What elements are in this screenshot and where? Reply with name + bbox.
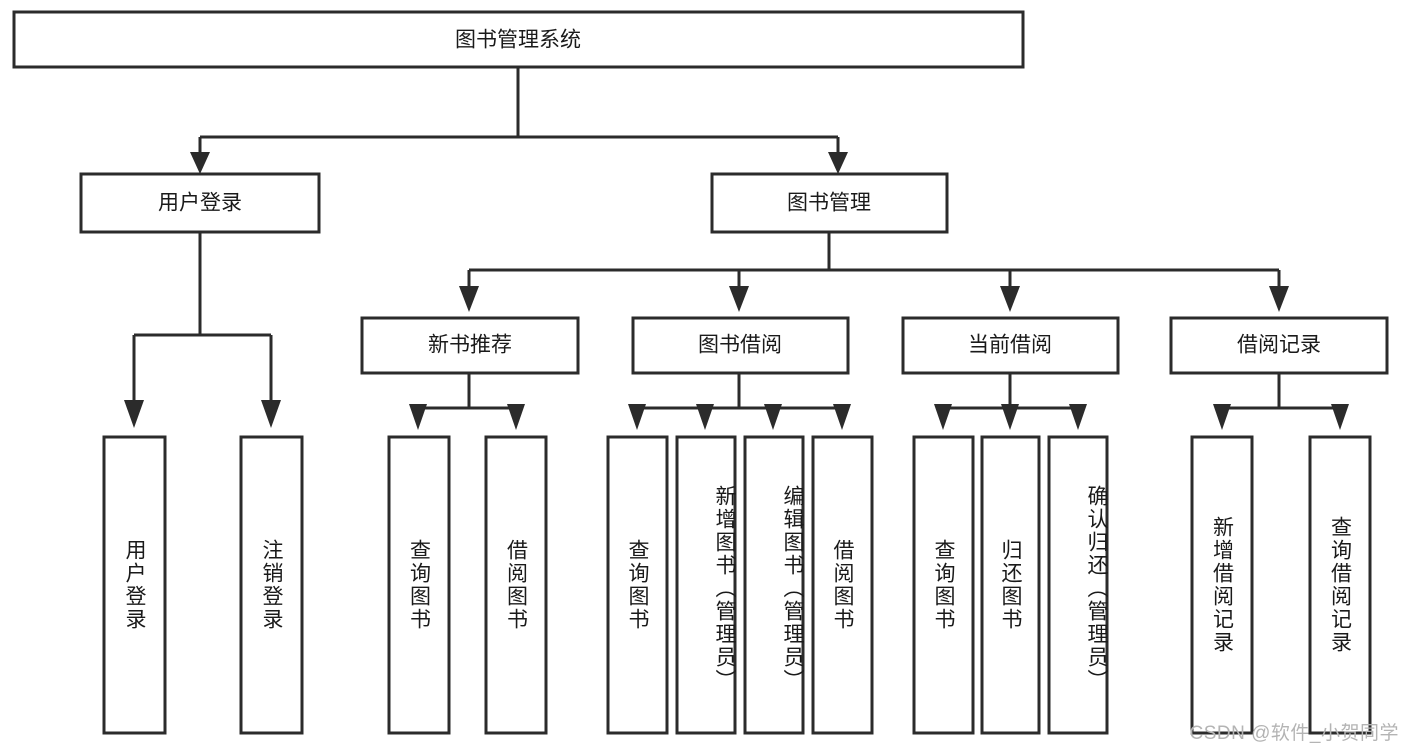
leaf-add-book-box[interactable]	[675, 435, 737, 735]
node-borrow-record-box[interactable]	[1169, 316, 1389, 375]
node-root-label: 图书管理系统	[455, 29, 581, 52]
node-book-borrow-label: 图书借阅	[698, 334, 782, 357]
leaf-user-login-box[interactable]	[102, 435, 167, 735]
node-user-login-label: 用户登录	[158, 192, 242, 215]
node-book-borrow-box[interactable]	[631, 316, 850, 375]
arrow-to-leaf-borrow-book-1	[507, 404, 525, 430]
leaf-query-book-3-box[interactable]	[912, 435, 975, 735]
node-user-login-box[interactable]	[79, 172, 321, 234]
arrow-to-borrow-record	[1269, 286, 1289, 312]
arrow-to-leaf-confirm-return	[1069, 404, 1087, 430]
node-root-box[interactable]	[12, 10, 1025, 69]
arrow-to-leaf-borrow-book-2	[833, 404, 851, 430]
arrow-to-new-book-recommend	[459, 286, 479, 312]
leaf-logout-login-box[interactable]	[239, 435, 304, 735]
leaf-add-borrow-record-box[interactable]	[1190, 435, 1254, 735]
arrow-to-leaf-query-book-3	[934, 404, 952, 430]
arrow-to-leaf-user-login	[124, 400, 144, 428]
leaf-edit-book-box[interactable]	[743, 435, 805, 735]
node-user-login[interactable]: 用户登录	[79, 172, 321, 234]
arrow-to-book-borrow	[729, 286, 749, 312]
arrow-to-leaf-add-book	[696, 404, 714, 430]
arrow-root-to-user-login	[190, 152, 210, 174]
connector-layer	[124, 67, 1349, 430]
leaf-borrow-book-1-box[interactable]	[484, 435, 548, 735]
arrow-to-leaf-query-book-2	[628, 404, 646, 430]
leaf-query-book-1-box[interactable]	[387, 435, 451, 735]
node-new-book-recommend[interactable]: 新书推荐	[360, 316, 580, 375]
node-root[interactable]: 图书管理系统	[12, 10, 1025, 69]
arrow-to-leaf-edit-book	[764, 404, 782, 430]
node-current-borrow-label: 当前借阅	[968, 334, 1052, 357]
leaf-confirm-return-box[interactable]	[1047, 435, 1109, 735]
leaf-borrow-book-2-box[interactable]	[811, 435, 874, 735]
arrow-to-leaf-logout-login	[261, 400, 281, 428]
node-book-manage-label: 图书管理	[787, 192, 871, 215]
csdn-watermark: CSDN @软件_小贺同学	[1189, 723, 1399, 744]
node-current-borrow-box[interactable]	[901, 316, 1120, 375]
arrow-root-to-book-manage	[828, 152, 848, 174]
node-borrow-record[interactable]: 借阅记录	[1169, 316, 1389, 375]
node-book-manage[interactable]: 图书管理	[710, 172, 949, 234]
arrow-to-leaf-add-borrow-record	[1213, 404, 1231, 430]
arrow-to-leaf-return-book	[1001, 404, 1019, 430]
leaf-query-borrow-record-box[interactable]	[1308, 435, 1372, 735]
node-book-borrow[interactable]: 图书借阅	[631, 316, 850, 375]
leaf-query-book-2-box[interactable]	[606, 435, 669, 735]
node-new-book-recommend-box[interactable]	[360, 316, 580, 375]
arrow-to-leaf-query-borrow-record	[1331, 404, 1349, 430]
node-current-borrow[interactable]: 当前借阅	[901, 316, 1120, 375]
node-book-manage-box[interactable]	[710, 172, 949, 234]
leaf-return-book-box[interactable]	[980, 435, 1041, 735]
node-new-book-recommend-label: 新书推荐	[428, 334, 512, 357]
node-borrow-record-label: 借阅记录	[1237, 334, 1321, 357]
arrow-to-leaf-query-book-1	[409, 404, 427, 430]
arrow-to-current-borrow	[1000, 286, 1020, 312]
